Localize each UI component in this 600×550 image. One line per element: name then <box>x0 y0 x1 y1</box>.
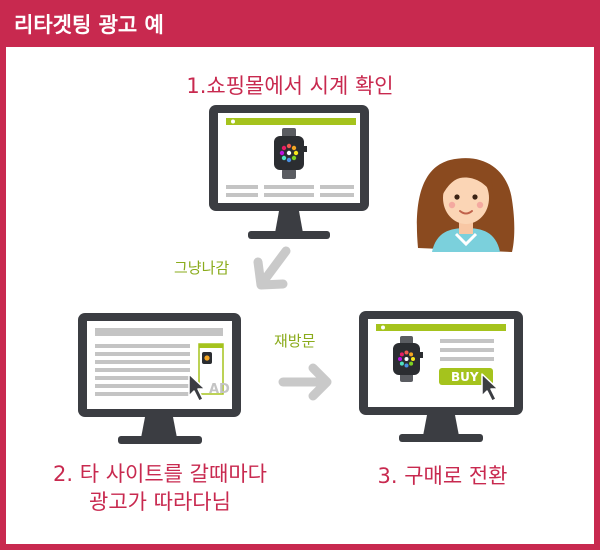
cursor-icon <box>188 373 206 402</box>
step2-caption-line2: 광고가 따라다님 <box>89 490 231 514</box>
product-line <box>320 193 354 197</box>
leave-arrow <box>253 246 291 290</box>
detail-line <box>440 339 494 343</box>
article-line <box>95 328 223 336</box>
monitor-base <box>118 436 202 444</box>
buy-button <box>439 368 493 385</box>
user-avatar <box>416 158 515 252</box>
detail-line <box>440 348 494 352</box>
monitor-stand <box>423 415 459 436</box>
diagram-title: 리타겟팅 광고 예 <box>14 13 164 37</box>
cursor-icon <box>481 373 499 402</box>
ad-watch-face <box>204 355 210 361</box>
ad-label: AD <box>209 382 230 397</box>
watch-icon <box>274 128 307 179</box>
monitor-stand <box>275 211 303 233</box>
article-line <box>95 376 190 380</box>
monitor-purchase-browser-bar <box>376 324 506 331</box>
monitor-shopping-browser-bar <box>226 118 356 125</box>
article-line <box>95 368 190 372</box>
watch-icon <box>393 336 423 382</box>
title-bar: 리타겟팅 광고 예 <box>0 0 600 46</box>
product-line <box>226 193 258 197</box>
monitor-purchase <box>359 311 523 442</box>
monitor-base <box>399 434 483 442</box>
leave-label: 그냥나감 <box>174 259 230 277</box>
browser-dot <box>381 325 385 330</box>
article-line <box>95 384 190 388</box>
monitor-base <box>248 231 330 239</box>
monitor-other-site <box>78 313 241 444</box>
detail-line <box>440 357 494 361</box>
article-line <box>95 352 190 356</box>
step1-caption: 1.쇼핑몰에서 시계 확인 <box>186 74 394 98</box>
revisit-label: 재방문 <box>274 332 316 350</box>
browser-dot <box>231 119 235 124</box>
revisit-arrow <box>278 363 332 401</box>
product-line <box>226 185 258 189</box>
ad-banner-header <box>199 344 223 348</box>
buy-label: BUY <box>451 370 479 384</box>
step3-caption: 3. 구매로 전환 <box>377 464 508 488</box>
article-line <box>95 360 190 364</box>
product-line <box>320 185 354 189</box>
product-line <box>264 185 314 189</box>
product-line <box>264 193 314 197</box>
step2-caption-line1: 2. 타 사이트를 갈때마다 <box>53 462 267 486</box>
article-line <box>95 344 190 348</box>
monitor-stand <box>141 417 177 438</box>
article-line <box>95 392 190 396</box>
